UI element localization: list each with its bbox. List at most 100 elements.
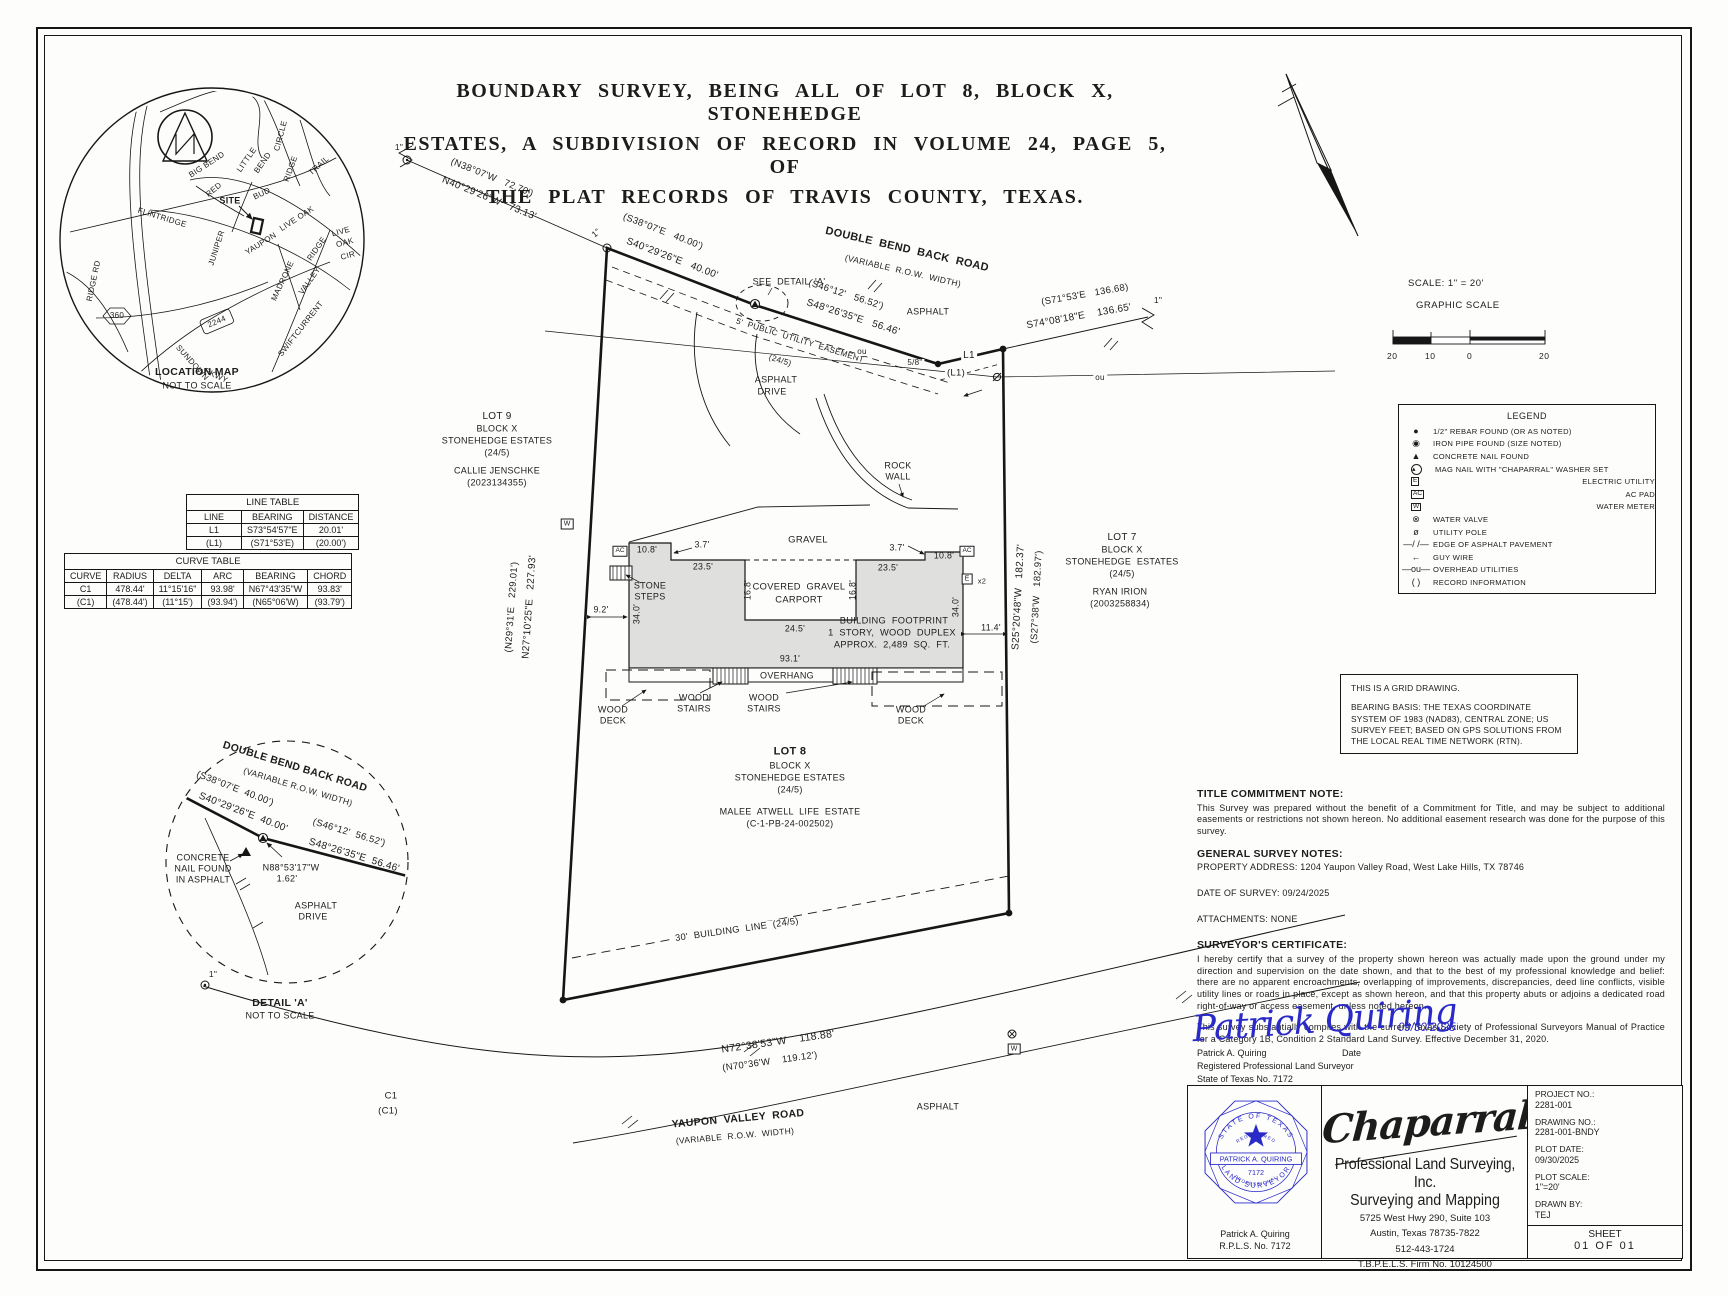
seal-caption: Patrick A. Quiring R.P.L.S. No. 7172	[1187, 1228, 1323, 1252]
grid-note-line1: THIS IS A GRID DRAWING.	[1351, 683, 1460, 693]
certificate-body-2: This survey substantially complies with …	[1197, 1022, 1665, 1045]
pole-icon: ø	[1413, 526, 1419, 537]
seal-cell: STATE OF TEXAS LAND SURVEYOR REGISTERED …	[1187, 1085, 1323, 1259]
legend-item: —ou—OVERHEAD UTILITIES	[1399, 564, 1655, 577]
certificate-body-1: I hereby certify that a survey of the pr…	[1197, 954, 1665, 1011]
legend-label: WATER METER	[1596, 502, 1655, 512]
legend-label: OVERHEAD UTILITIES	[1433, 565, 1519, 575]
sheet-border-outer	[36, 27, 1692, 1271]
surveyor-name: Patrick A. Quiring	[1197, 1048, 1267, 1058]
seal-name: PATRICK A. QUIRING	[1220, 1155, 1293, 1164]
location-map	[59, 87, 365, 393]
grid-note-box: THIS IS A GRID DRAWING. BEARING BASIS: T…	[1340, 674, 1578, 754]
table-title: LINE TABLE	[185, 494, 360, 511]
drawing-label: DRAWING NO.:	[1535, 1116, 1596, 1127]
sheet-cell: SHEET 01 OF 01	[1527, 1225, 1683, 1259]
table-row: (L1)(S71°53'E)(20.00')	[186, 536, 360, 550]
legend-label: RECORD INFORMATION	[1433, 577, 1527, 587]
legend-item: ▴MAG NAIL WITH "CHAPARRAL" WASHER SET	[1399, 463, 1655, 476]
certificate-heading: SURVEYOR'S CERTIFICATE:	[1197, 939, 1348, 952]
surveyor-title: Registered Professional Land Surveyor	[1197, 1061, 1354, 1071]
legend-label: AC PAD	[1625, 489, 1655, 499]
lot-boundary	[200, 145, 1155, 1004]
graphic-scale-bar	[1392, 330, 1546, 345]
property-address: PROPERTY ADDRESS: 1204 Yaupon Valley Roa…	[1197, 862, 1525, 873]
map-site-marker	[238, 205, 265, 236]
wood-stairs	[699, 667, 878, 694]
legend-label: ELECTRIC UTILITY	[1582, 477, 1655, 487]
legend-item: ◉ IRON PIPE FOUND (SIZE NOTED)	[1399, 438, 1655, 451]
legend-item: ←GUY WIRE	[1399, 551, 1655, 564]
drawn-by: TEJ	[1535, 1210, 1551, 1221]
tri-icon: ▲	[1411, 450, 1421, 461]
legend-label: UTILITY POLE	[1433, 527, 1488, 537]
firm-line1: Professional Land Surveying, Inc.	[1334, 1156, 1516, 1191]
legend-item: ▲CONCRETE NAIL FOUND	[1399, 450, 1655, 463]
boxW-icon: W	[1411, 502, 1422, 512]
north-arrow	[1277, 73, 1359, 237]
date-label: Date	[1342, 1048, 1362, 1058]
legend-item: ●1/2" REBAR FOUND (OR AS NOTED)	[1399, 425, 1655, 438]
table-header: BEARING	[241, 510, 304, 524]
scale-tick-10: 10	[1425, 351, 1436, 361]
legend-label: IRON PIPE FOUND (SIZE NOTED)	[1433, 439, 1562, 449]
legend-item: ø UTILITY POLE	[1399, 526, 1655, 539]
seal-caption-name: Patrick A. Quiring	[1220, 1229, 1290, 1239]
scale-tick-0: 0	[1467, 351, 1473, 361]
title-line-2: ESTATES, A SUBDIVISION OF RECORD IN VOLU…	[403, 133, 1167, 178]
legend-title: LEGEND	[1506, 411, 1547, 421]
title-commitment-body: This Survey was prepared without the ben…	[1197, 802, 1665, 837]
table-header: BEARING	[242, 569, 309, 583]
table-header: DELTA	[152, 569, 203, 583]
attachments: ATTACHMENTS: NONE	[1197, 913, 1298, 924]
legend-label: 1/2" REBAR FOUND (OR AS NOTED)	[1433, 426, 1572, 436]
notes-column: TITLE COMMITMENT NOTE: This Survey was p…	[1197, 788, 1665, 1056]
title-line-1: BOUNDARY SURVEY, BEING ALL OF LOT 8, BLO…	[456, 80, 1114, 125]
plot-date: 09/30/2025	[1535, 1154, 1580, 1165]
legend-item: ( ) RECORD INFORMATION	[1399, 576, 1655, 589]
legend-label: WATER VALVE	[1433, 514, 1489, 524]
circledot-icon: ◉	[1412, 438, 1420, 449]
site-improvements	[586, 311, 1008, 707]
title-commitment-heading: TITLE COMMITMENT NOTE:	[1197, 788, 1344, 800]
table-header: CURVE	[63, 569, 108, 583]
grid-note-line2: BEARING BASIS: THE TEXAS COORDINATE SYST…	[1351, 702, 1562, 747]
firm-addr1: 5725 West Hwy 290, Suite 103	[1359, 1213, 1491, 1224]
legend-label: EDGE OF ASPHALT PAVEMENT	[1433, 540, 1553, 550]
legend-item: —/ /— EDGE OF ASPHALT PAVEMENT	[1399, 538, 1655, 551]
firm-cell: Chaparral Professional Land Surveying, I…	[1321, 1085, 1533, 1270]
project-number: 2281-001	[1535, 1099, 1573, 1110]
drawing-number: 2281-001-BNDY	[1535, 1127, 1600, 1138]
guy-icon: ←	[1411, 551, 1421, 562]
firm-line2: Surveying and Mapping	[1350, 1192, 1500, 1209]
scale-text: SCALE: 1" = 20'	[1408, 278, 1484, 289]
firm-phone: 512-443-1724	[1395, 1243, 1455, 1255]
edge-icon: —/ /—	[1403, 539, 1429, 550]
ou-icon: —ou—	[1401, 564, 1430, 575]
easements-utilities	[544, 266, 1336, 959]
firm-addr2: Austin, Texas 78735-7822	[1370, 1228, 1480, 1240]
legend-label: MAG NAIL WITH "CHAPARRAL" WASHER SET	[1435, 464, 1609, 474]
sheet-value: 01 OF 01	[1574, 1240, 1636, 1252]
detail-a-drawing	[165, 740, 409, 984]
plotdate-label: PLOT DATE:	[1535, 1144, 1584, 1155]
info-cell: PROJECT NO.:2281-001 DRAWING NO.:2281-00…	[1527, 1085, 1683, 1227]
table-row: (C1)(478.44')(11°15')(93.94')(N65°06'W)(…	[63, 595, 353, 609]
table-header: DISTANCE	[302, 510, 360, 524]
seal-number: 7172	[1248, 1168, 1264, 1177]
table-title: CURVE TABLE	[63, 553, 353, 570]
rec-icon: ( )	[1411, 576, 1421, 587]
table-header: CHORD	[307, 569, 353, 583]
title-line-3: THE PLAT RECORDS OF TRAVIS COUNTY, TEXAS…	[486, 186, 1084, 208]
scale-tick-20r: 20	[1539, 351, 1550, 361]
table-header: LINE	[186, 510, 242, 524]
general-notes-heading: GENERAL SURVEY NOTES:	[1197, 847, 1343, 860]
sheet-title: BOUNDARY SURVEY, BEING ALL OF LOT 8, BLO…	[400, 80, 1170, 216]
scale-tick-20l: 20	[1387, 351, 1398, 361]
asphalt-edge-ticks	[659, 279, 1119, 351]
